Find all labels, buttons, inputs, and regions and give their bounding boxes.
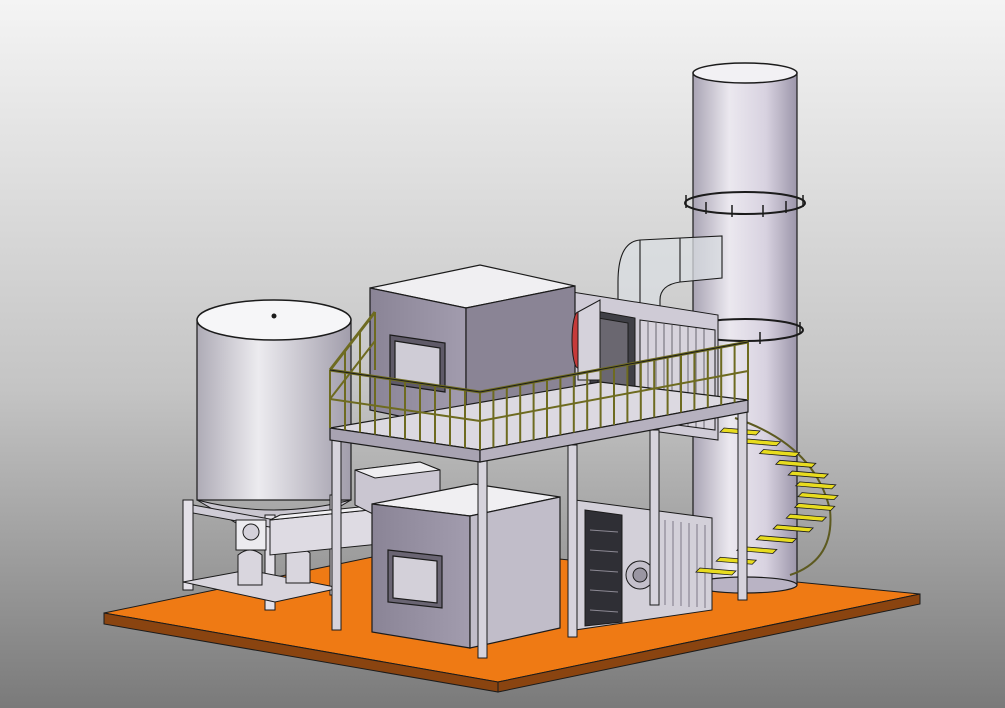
stair-step [758, 449, 801, 457]
stair-step [797, 492, 839, 501]
stair-step [755, 535, 798, 544]
lower-room-side [469, 496, 561, 649]
platform-railing [328, 311, 749, 450]
base-side-right [497, 593, 921, 693]
stair-step [774, 459, 817, 468]
stair-step [785, 513, 828, 522]
storage-tank-icon [196, 299, 352, 534]
rail-outline [329, 341, 749, 393]
tank-body [196, 319, 352, 501]
chimney-flange-upper [684, 191, 806, 215]
stair-rail-outer [734, 417, 832, 576]
stair-step [787, 470, 830, 479]
stair-step [794, 481, 837, 490]
stair-step [695, 567, 737, 576]
fan-housing [571, 299, 601, 381]
stair-step [793, 502, 836, 511]
chimney-top [692, 62, 798, 84]
lower-rear-enclosure [574, 499, 713, 631]
rail-mid [329, 340, 376, 400]
door-panels [589, 529, 619, 613]
deck-edge-side [479, 399, 749, 463]
rail-top [328, 311, 377, 371]
stair-step [772, 524, 815, 533]
lower-room [371, 483, 561, 649]
tank-top [196, 299, 352, 341]
